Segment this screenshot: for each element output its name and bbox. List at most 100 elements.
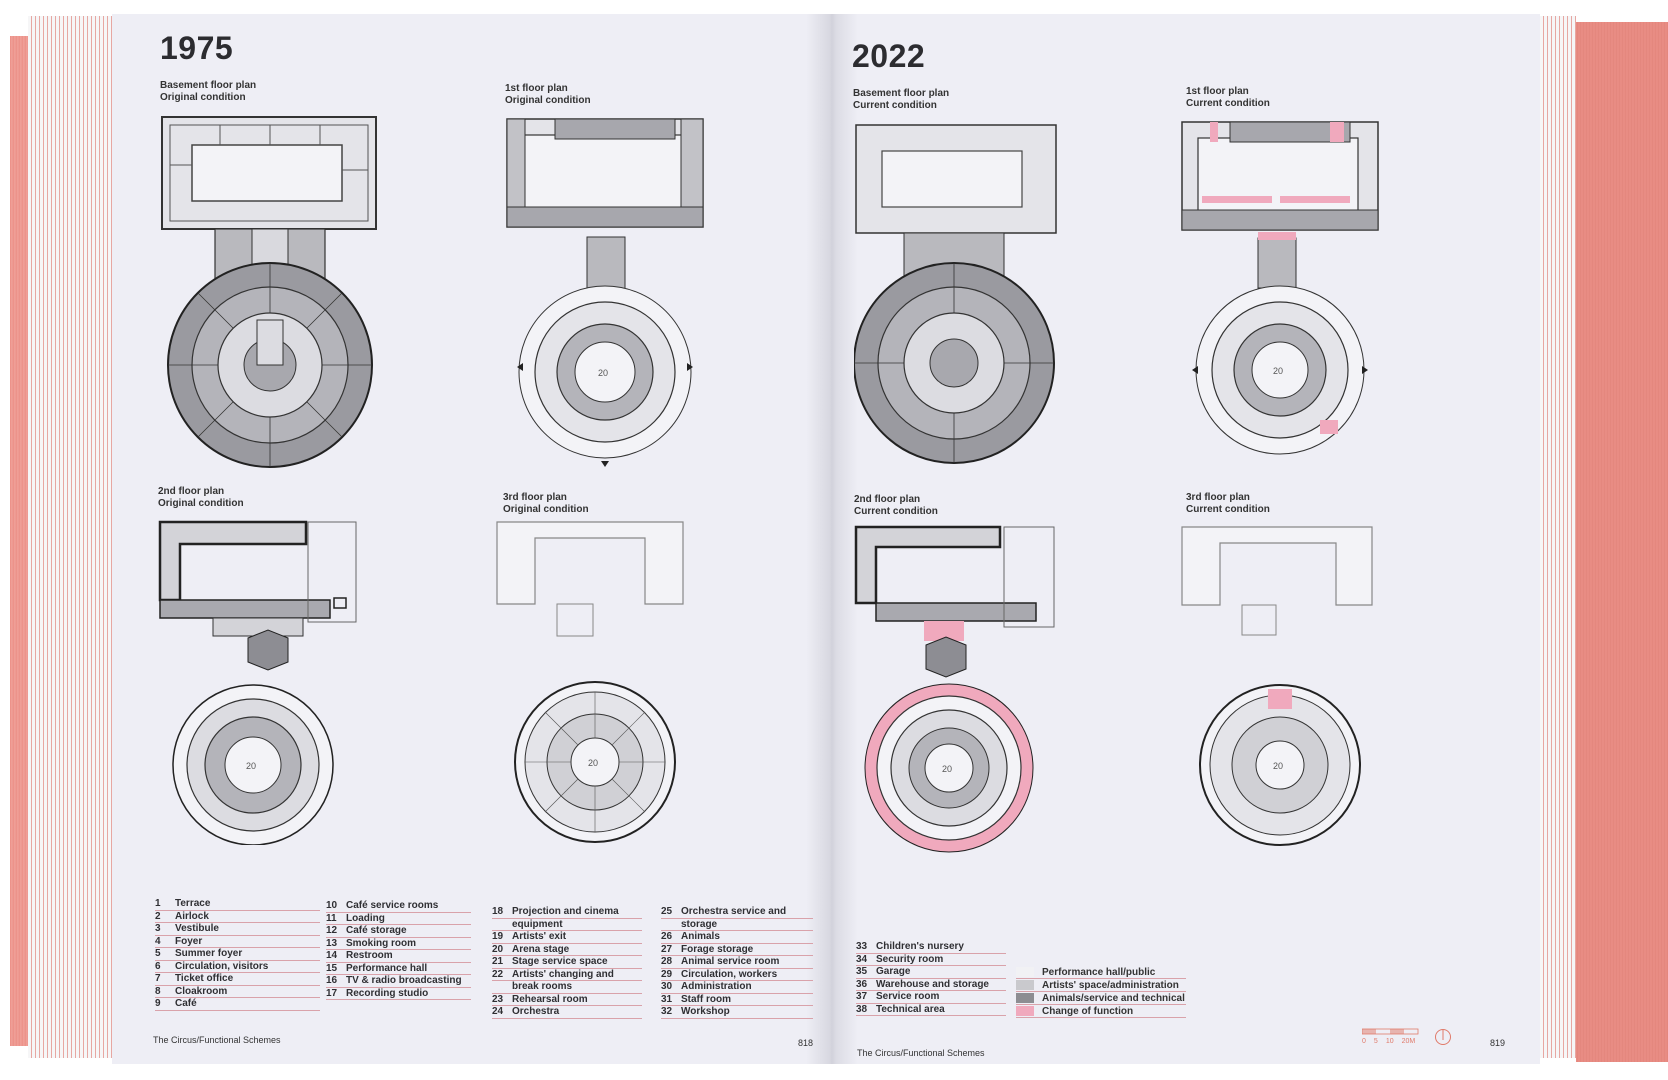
legend-label: Forage storage	[681, 943, 754, 955]
swatch-artists	[1016, 980, 1034, 990]
legend-label: Garage	[876, 966, 911, 977]
legend-number: 38	[856, 1003, 868, 1015]
legend-number: 11	[326, 912, 337, 924]
caption-title: 3rd floor plan	[1186, 492, 1250, 503]
key-item-animals: Animals/service and technical	[1016, 992, 1186, 1005]
legend-label: Warehouse and storage	[876, 978, 989, 990]
third-floor-plan-1975: 20	[496, 521, 684, 843]
legend-label: Café storage	[346, 925, 407, 936]
legend-number: 21	[492, 956, 504, 967]
legend-label: Orchestra	[512, 1006, 560, 1017]
legend-label: Café	[175, 998, 197, 1009]
legend-number: 16	[326, 975, 338, 986]
legend-number: 17	[326, 987, 338, 999]
legend-label: Ticket office	[175, 973, 234, 984]
legend-label: Arena stage	[512, 943, 570, 955]
legend-label: Cloakroom	[175, 985, 228, 997]
swatch-performance	[1016, 967, 1034, 977]
legend-item: 9 Café	[155, 998, 320, 1011]
caption-title: 2nd floor plan	[854, 494, 921, 505]
legend-label: Orchestra service and	[681, 906, 787, 917]
legend-label: Rehearsal room	[512, 993, 588, 1005]
book-cover-right-edge	[1576, 22, 1668, 1062]
legend-number: 9	[155, 998, 161, 1009]
legend-label: Restroom	[346, 950, 393, 961]
legend-number: 3	[155, 923, 161, 934]
year-heading-1975: 1975	[160, 30, 234, 66]
legend-label: Loading	[346, 912, 385, 924]
legend-number: 4	[155, 935, 161, 947]
caption-title: 2nd floor plan	[158, 486, 225, 497]
legend-item: 4 Foyer	[155, 935, 320, 948]
caption-1st-2022: 1st floor plan Current condition	[1186, 86, 1270, 110]
legend-label: Animal service room	[681, 956, 780, 967]
svg-text:20: 20	[1273, 366, 1283, 376]
caption-subtitle: Original condition	[503, 504, 589, 515]
legend-number	[492, 919, 512, 931]
key-label: Performance hall/public	[1042, 966, 1156, 978]
caption-2nd-1975: 2nd floor plan Original condition	[158, 486, 244, 510]
legend-item: equipment	[492, 918, 642, 931]
key-label: Artists' space/administration	[1042, 979, 1179, 991]
caption-subtitle: Current condition	[854, 506, 938, 517]
legend-number: 35	[856, 966, 868, 977]
page-stack-right	[1540, 16, 1576, 1058]
caption-1st-1975: 1st floor plan Original condition	[505, 83, 591, 107]
first-floor-plan-2022: 20	[1181, 121, 1379, 455]
legend-number: 2	[155, 910, 161, 922]
key-label: Animals/service and technical	[1042, 992, 1185, 1004]
second-floor-plan-1975: 20	[158, 520, 357, 845]
caption-subtitle: Original condition	[160, 92, 246, 103]
legend-number: 33	[856, 941, 868, 952]
caption-3rd-2022: 3rd floor plan Current condition	[1186, 492, 1270, 516]
legend-number: 29	[661, 968, 673, 980]
scale-bar: 0 5 10 20M	[1361, 1028, 1422, 1045]
caption-title: Basement floor plan	[160, 80, 257, 91]
legend-label: storage	[681, 918, 718, 930]
legend-number: 27	[661, 943, 673, 955]
scale-bar-graphic	[1361, 1028, 1419, 1035]
caption-3rd-1975: 3rd floor plan Original condition	[503, 492, 589, 516]
scale-label: 20M	[1401, 1038, 1416, 1045]
legend-label: equipment	[512, 918, 563, 930]
legend-number: 6	[155, 960, 161, 972]
caption-subtitle: Current condition	[1186, 98, 1270, 109]
caption-basement-2022: Basement floor plan Current condition	[853, 88, 949, 112]
legend-number: 23	[492, 993, 504, 1005]
legend-label: Foyer	[175, 935, 203, 947]
legend-item: 2 Airlock	[155, 910, 320, 923]
legend-label: Airlock	[175, 910, 209, 922]
legend-number: 1	[155, 898, 161, 909]
legend-label: Service room	[876, 991, 940, 1002]
caption-title: Basement floor plan	[853, 88, 950, 99]
key-label: Change of function	[1042, 1005, 1134, 1017]
legend-number: 30	[661, 981, 673, 992]
legend-label: Artists' exit	[512, 931, 567, 942]
book-cover-left-edge	[10, 36, 32, 1046]
key-item-change: Change of function	[1016, 1005, 1186, 1018]
legend-item: storage	[661, 918, 813, 931]
second-floor-plan-2022: 20	[854, 525, 1055, 853]
legend-label: Technical area	[876, 1003, 945, 1015]
